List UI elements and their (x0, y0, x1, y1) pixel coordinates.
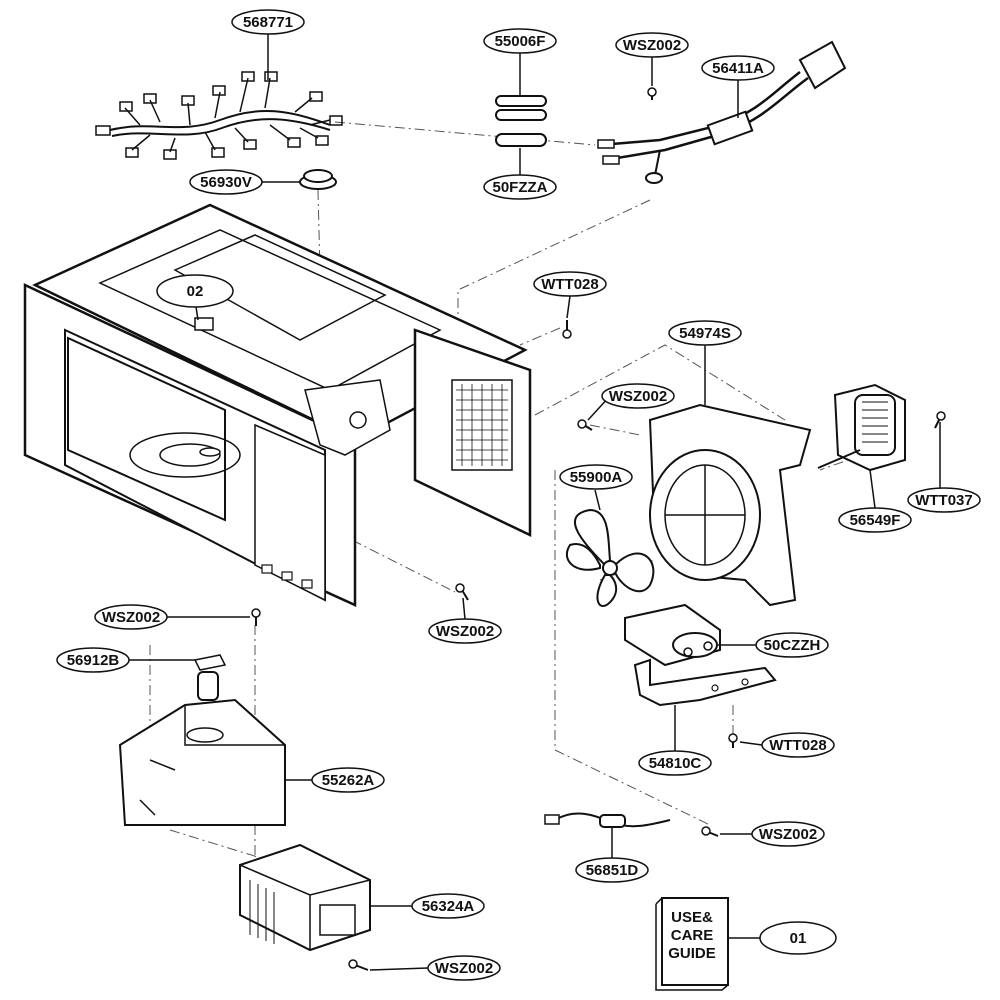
small-screws (251, 320, 946, 971)
fuse-drawings (495, 95, 547, 147)
label-wtt028-top: WTT028 (533, 271, 607, 319)
stirrer-motor-drawing (193, 654, 227, 701)
capacitor-bracket-drawing (633, 658, 777, 707)
part-number: 55262A (322, 772, 375, 789)
label-56324A: 56324A (370, 893, 485, 919)
label-wsz002-bottom: WSZ002 (369, 955, 501, 981)
part-number: 50FZZA (492, 179, 547, 196)
part-number: 568771 (243, 14, 293, 31)
part-number: 56851D (586, 862, 639, 879)
part-number: WSZ002 (102, 609, 160, 626)
label-wsz002-mid: WSZ002 (587, 383, 675, 421)
part-number: 56930V (200, 174, 252, 191)
part-number: WSZ002 (759, 826, 817, 843)
label-56549F: 56549F (838, 469, 912, 533)
part-number: 01 (790, 930, 807, 947)
label-568771: 568771 (231, 9, 305, 80)
part-number: WSZ002 (436, 623, 494, 640)
part-number: 54974S (679, 325, 731, 342)
part-number: 54810C (649, 755, 702, 772)
fan-duct-drawing (648, 403, 812, 607)
label-02: 02 (156, 274, 234, 321)
label-wsz002-left: WSZ002 (94, 604, 250, 630)
label-56912B: 56912B (56, 647, 195, 673)
main-cavity-drawing (23, 203, 532, 607)
label-54810C: 54810C (638, 705, 712, 776)
screw-wsz002-top (647, 87, 657, 100)
part-number: WTT037 (915, 492, 973, 509)
part-number: WSZ002 (609, 388, 667, 405)
part-number: WTT028 (769, 737, 827, 754)
label-56411A: 56411A (701, 55, 775, 118)
label-55262A: 55262A (285, 767, 385, 793)
label-50FZZA: 50FZZA (483, 148, 557, 200)
label-wsz002-center: WSZ002 (428, 597, 502, 644)
label-55900A: 55900A (559, 464, 633, 511)
guide-title-line: CARE (671, 927, 714, 944)
part-number: WSZ002 (435, 960, 493, 977)
part-number: 56549F (850, 512, 901, 529)
label-50CZZH: 50CZZH (718, 632, 829, 658)
waveguide-drawing (118, 698, 286, 826)
label-wsz002-top: WSZ002 (615, 32, 689, 86)
label-56851D: 56851D (575, 828, 649, 883)
part-number: WTT028 (541, 276, 599, 293)
wire-harness-drawing (95, 71, 343, 160)
part-number: 50CZZH (764, 637, 821, 654)
label-56930V: 56930V (189, 169, 300, 195)
magnetron-drawing (239, 843, 371, 952)
label-54974S: 54974S (668, 320, 742, 405)
fan-blade-drawing (565, 508, 655, 607)
part-number: 56411A (712, 60, 764, 77)
part-number: 02 (187, 283, 204, 300)
thermostat-drawing (299, 169, 337, 190)
part-number: WSZ002 (623, 37, 681, 54)
part-number: 56912B (67, 652, 120, 669)
label-wtt028-bottom: WTT028 (739, 732, 835, 758)
fan-motor-drawing (817, 383, 906, 472)
part-number: 55006F (495, 33, 546, 50)
label-55006F: 55006F (483, 28, 557, 95)
part-number: 55900A (570, 469, 623, 486)
capacitor-drawing (624, 603, 721, 667)
use-care-guide-booklet: USE& CARE GUIDE (655, 897, 729, 991)
label-wtt037: WTT037 (907, 422, 981, 513)
power-cord-drawing (597, 40, 847, 184)
diode-drawing (544, 812, 671, 828)
guide-title-line: GUIDE (668, 945, 716, 962)
label-wsz002-right: WSZ002 (720, 821, 825, 847)
part-number: 56324A (422, 898, 475, 915)
label-01: 01 (728, 921, 837, 955)
guide-title-line: USE& (671, 909, 713, 926)
